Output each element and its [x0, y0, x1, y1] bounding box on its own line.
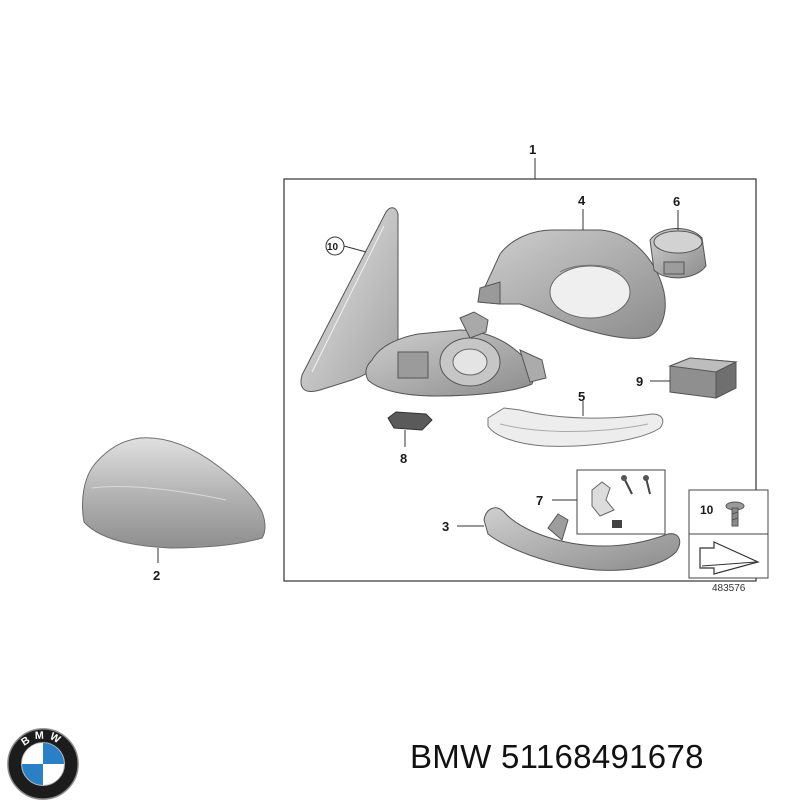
orientation-arrow-icon [699, 541, 760, 575]
callout-2: 2 [153, 568, 160, 583]
callout-5: 5 [578, 389, 585, 404]
callout-6: 6 [673, 194, 680, 209]
fastener-set-icon [591, 475, 651, 528]
mirror-drive-unit [365, 311, 547, 397]
turn-signal-part-5 [487, 407, 664, 447]
trim-part-8 [387, 411, 433, 431]
callout-8: 8 [400, 451, 407, 466]
motor-part-6 [649, 227, 707, 279]
lower-housing-part-3 [483, 507, 681, 571]
assembly-frame [283, 178, 757, 582]
legend-number: 10 [700, 503, 714, 517]
callout-7: 7 [536, 493, 543, 508]
screw-icon [725, 501, 745, 527]
callout-10: 10 [327, 242, 339, 253]
callout-4: 4 [578, 193, 586, 208]
callout-1: 1 [529, 142, 536, 157]
callout-3: 3 [442, 519, 449, 534]
module-part-9 [668, 357, 738, 399]
mirror-cap-part-2 [81, 437, 266, 549]
housing-frame-part-4 [477, 229, 666, 339]
leader-line-10 [343, 245, 367, 253]
part-number-caption: BMW 51168491678 [410, 738, 704, 775]
reference-number: 483576 [712, 583, 746, 594]
callout-9: 9 [636, 374, 643, 389]
bmw-logo: BMW [7, 728, 79, 800]
